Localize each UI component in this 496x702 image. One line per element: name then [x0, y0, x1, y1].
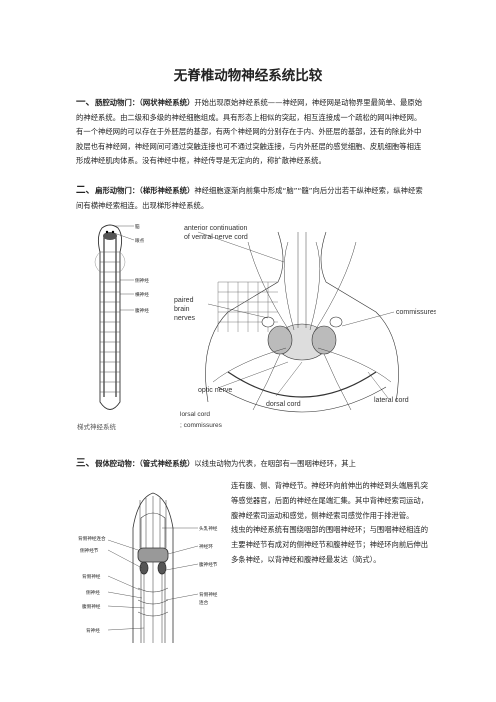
section-3-lead: 以线虫动物为代表，在咽部有一围咽神经环，其上 [194, 459, 356, 468]
planarian-figure: 脑 眼点 侧神经 横神经 腹神经 [94, 223, 149, 410]
section-2-subject: 扁形动物门：（梯形神经系统） [95, 186, 195, 195]
label-lateral-nerve: 侧神经 [135, 277, 149, 284]
label-paired: paired [174, 297, 194, 304]
figure-2-caption-left: lorsal cord [180, 411, 210, 418]
figure-1-caption: 梯式神经系统 [77, 423, 116, 431]
nematode-figure: 背侧神经连合 侧神经节 头乳神经 神经环 腹神经节 背侧神经 侧神经 腹侧神经 … [78, 492, 218, 643]
section-3-number: 三、 [76, 458, 96, 469]
label-optic: optic nerve [198, 387, 232, 394]
page-title: 无脊椎动物神经系统比较 [173, 68, 323, 84]
section-3: 三、假体腔动物：（管式神经系统）以线虫动物为代表，在咽部有一围咽神经环，其上 [76, 457, 428, 472]
label-transverse-nerve: 横神经 [135, 291, 149, 298]
label-eyespot: 眼点 [135, 238, 145, 244]
nematode-diagram [132, 492, 174, 643]
section-2: 二、扁形动物门：（梯形神经系统）神经细胞逐渐向前集中形成“脑”“髓”向后分出若干… [76, 184, 428, 213]
section-1-number: 一、 [76, 97, 96, 108]
label-commissures: commissures [396, 309, 436, 316]
label-dorsal: dorsal cord [266, 401, 301, 408]
label-lateral: lateral cord [374, 397, 409, 404]
label-dorsal-commissure: 背侧神经连合 [78, 535, 106, 542]
label-dorsal-ventral: 背侧神经 [199, 591, 218, 598]
label-anterior-2: of ventral nerve cord [184, 234, 248, 241]
section-2-number: 二、 [76, 185, 96, 196]
section-3-body-2: 线虫的神经系统有围绕咽部的围咽神经环；与围咽神经相连的主要神经节有成对的侧神经节… [231, 525, 429, 564]
label-head-sense: 头乳神经 [199, 525, 218, 532]
label-dorsal-nerve: 背侧神经 [82, 573, 101, 580]
section-1-subject: 肠腔动物门：（网状神经系统） [95, 98, 195, 107]
label-brain: 脑 [135, 223, 140, 230]
label-nerve-ring: 神经环 [199, 543, 213, 550]
label-dorsal-n: 背神经 [86, 627, 100, 634]
nemertean-diagram [197, 231, 399, 413]
label-commissure: 连合 [199, 599, 209, 606]
label-anterior: anterior continuation [184, 225, 248, 232]
nemertean-figure: anterior continuation of ventral nerve c… [174, 225, 436, 413]
section-2-body: 神经细胞逐渐向前集中形成“脑”“髓”向后分出若干纵神经索，纵神经索间有横神经索相… [76, 186, 423, 210]
label-ventral-ganglion: 腹神经节 [199, 561, 218, 568]
label-ventral-nerve: 腹神经 [135, 307, 149, 314]
section-1: 一、肠腔动物门：（网状神经系统）开始出现原始神经系统——神经网，神经网是动物界里… [76, 96, 428, 169]
label-ventral-nerve-3: 腹侧神经 [82, 603, 101, 610]
label-brain-en: brain [174, 306, 190, 313]
section-3-side-text: 连有腹、侧、背神经节。神经环向前伸出的神经到头端唇乳突等感觉器官，后面的神经在尾… [231, 479, 431, 568]
planarian-body [94, 224, 126, 410]
section-3-subject: 假体腔动物：（管式神经系统） [95, 459, 195, 468]
figure-2-caption-right: ; commissures [180, 422, 222, 429]
label-nerves: nerves [174, 315, 196, 322]
label-lateral-nerve-3: 侧神经 [86, 589, 100, 596]
section-1-body: 开始出现原始神经系统——神经网，神经网是动物界里最简单、最原始的神经系统。由二级… [76, 98, 423, 166]
section-3-body-1: 连有腹、侧、背神经节。神经环向前伸出的神经到头端唇乳突等感觉器官，后面的神经在尾… [231, 481, 429, 520]
label-lateral-ganglion: 侧神经节 [80, 547, 99, 554]
